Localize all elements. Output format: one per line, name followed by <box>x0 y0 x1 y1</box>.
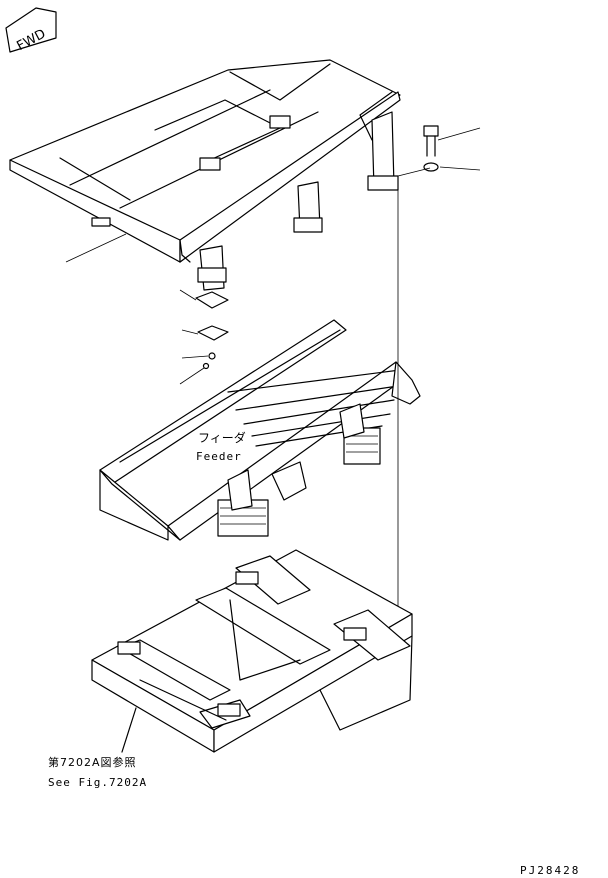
base-frame <box>91 549 413 753</box>
drawing-number: PJ28428 <box>520 864 580 877</box>
feeder-assembly <box>99 319 421 541</box>
shim-plates <box>179 289 229 385</box>
hopper-cover <box>9 59 401 291</box>
reference-label-jp: 第7202A図参照 <box>48 755 137 769</box>
bolt-and-washer <box>423 125 481 172</box>
feeder-label-en: Feeder <box>196 450 242 463</box>
fwd-arrow-marker: FWD <box>5 7 57 54</box>
feeder-label-jp: フィーダ <box>198 430 246 445</box>
fwd-arrow-text: FWD <box>14 27 48 54</box>
reference-label-en: See Fig.7202A <box>48 776 147 789</box>
